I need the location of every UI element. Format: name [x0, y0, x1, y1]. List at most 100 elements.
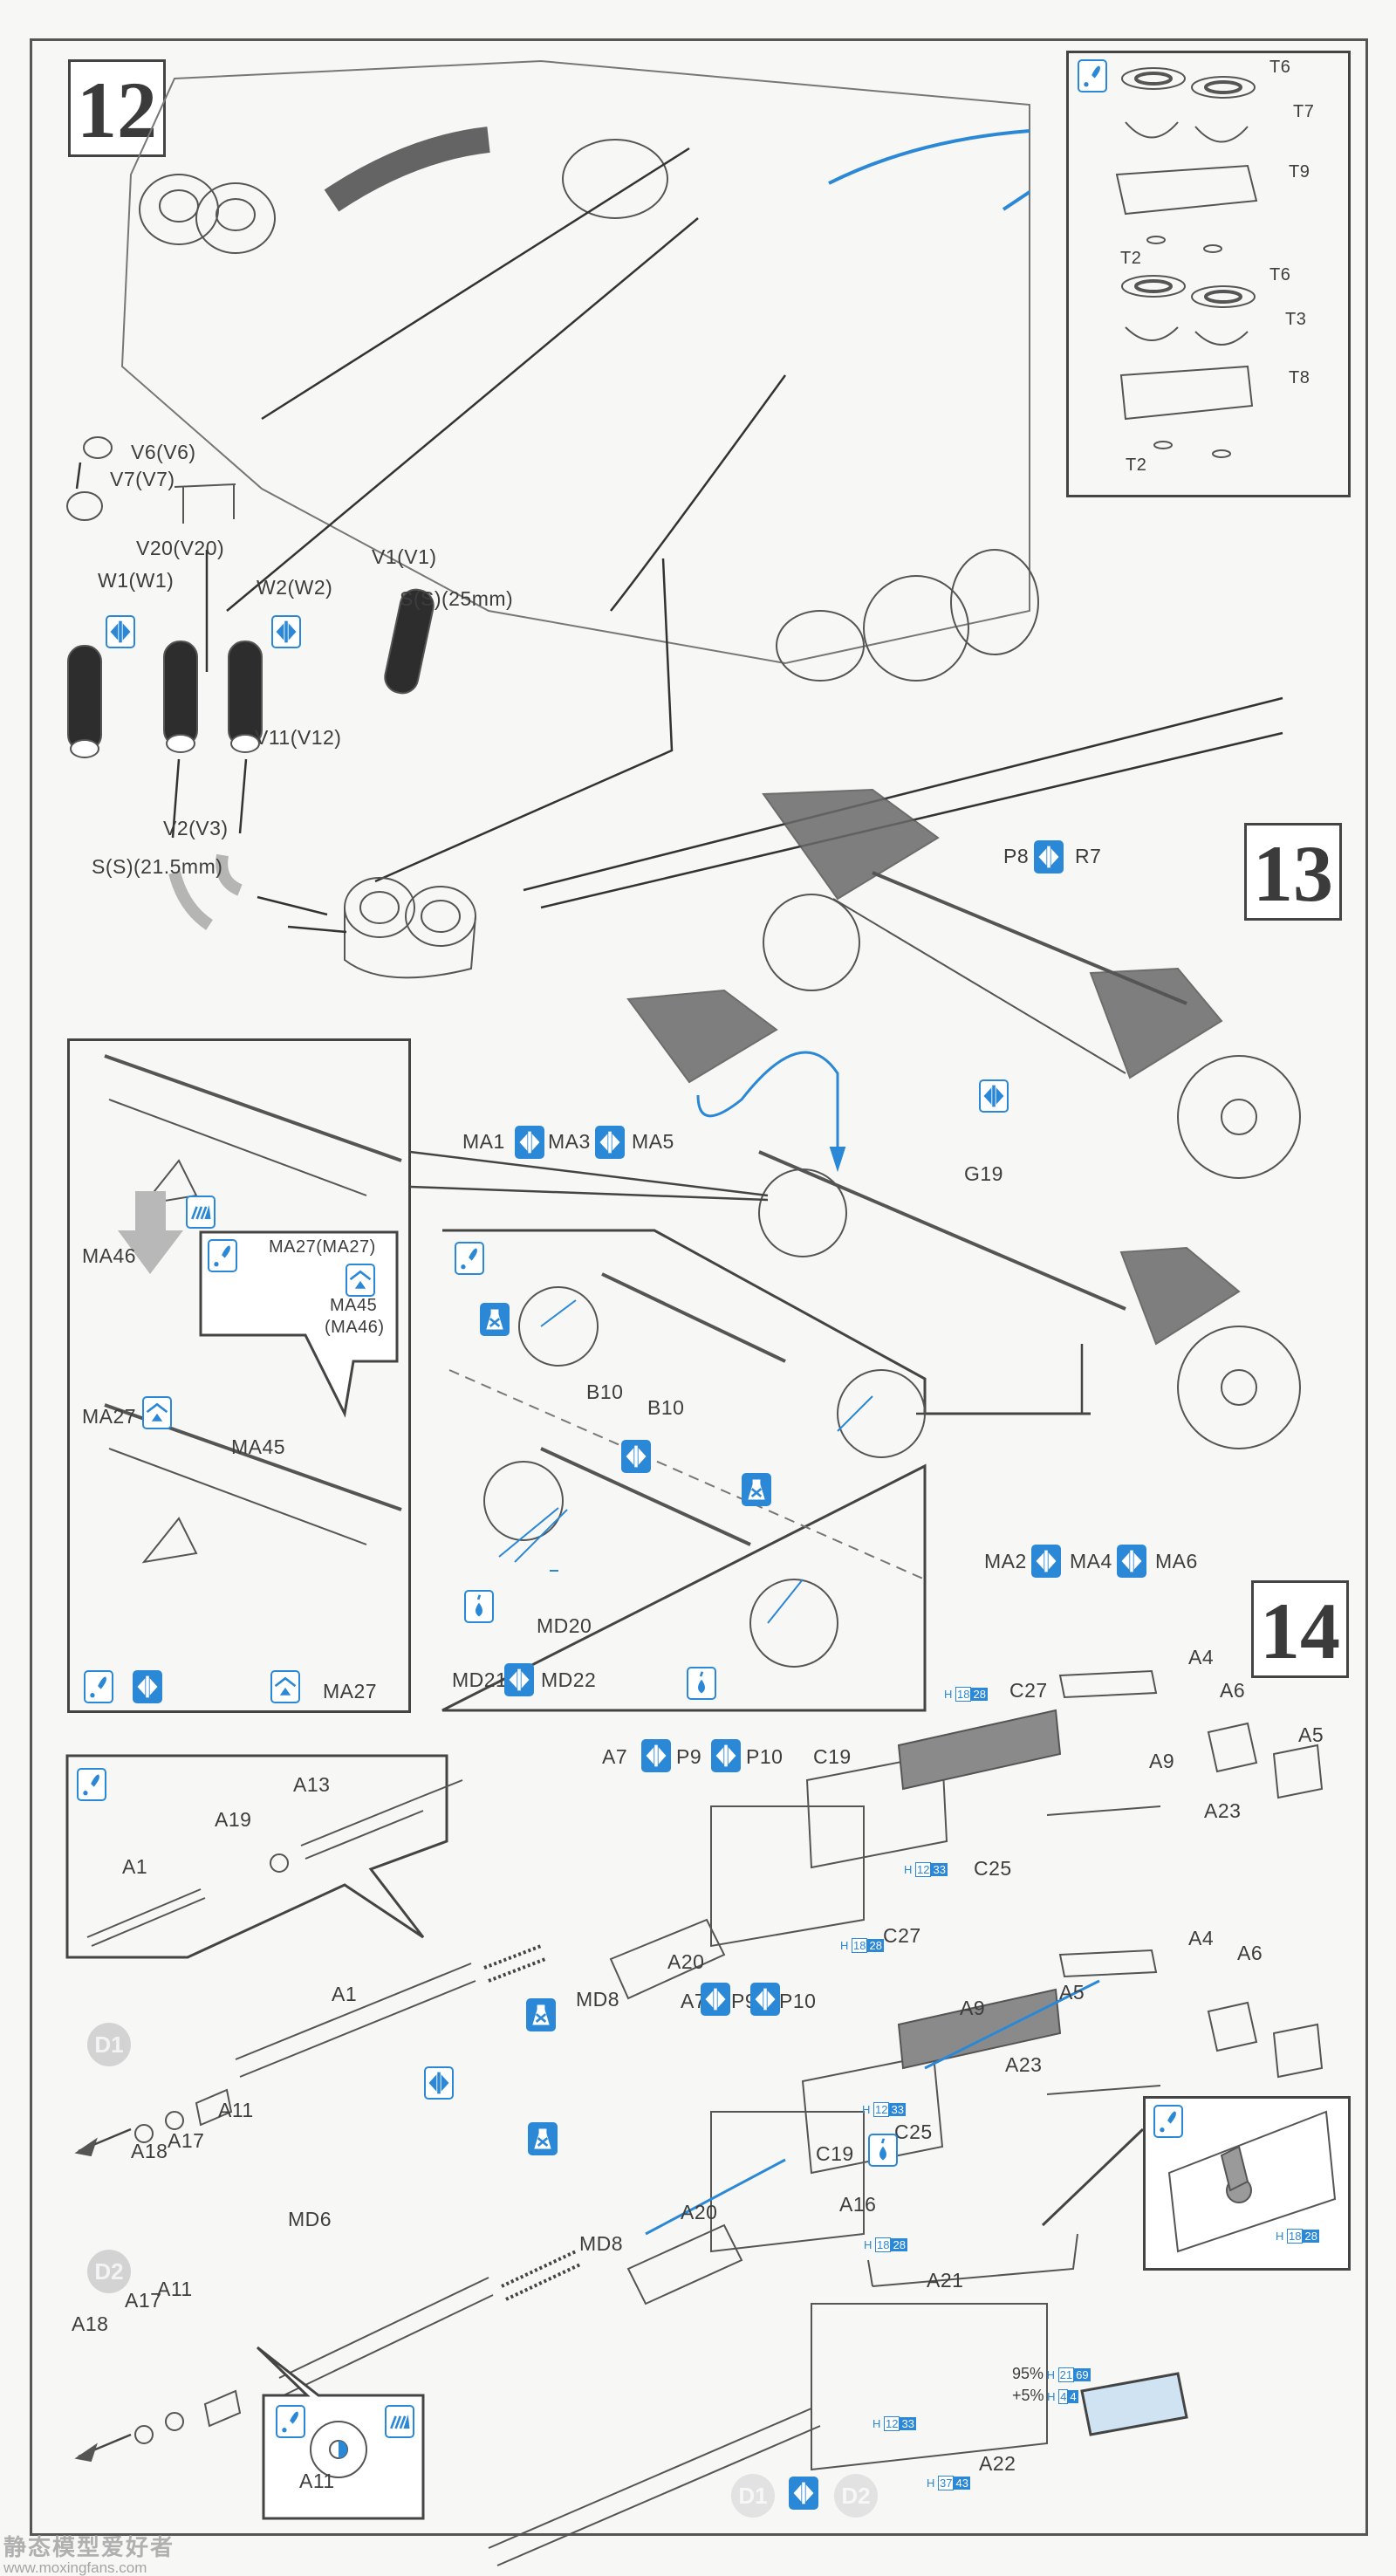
variant-d2-badge: D2	[87, 2250, 131, 2293]
part-label-a17-2: A17	[125, 2289, 162, 2312]
no-glue-icon	[480, 1303, 510, 1336]
part-label-a23-2: A23	[1005, 2053, 1043, 2076]
part-label-a5-2: A5	[1059, 1981, 1085, 2004]
part-label-v20: V20(V20)	[136, 537, 225, 559]
part-label-a21: A21	[927, 2269, 964, 2292]
glue-drop-icon	[868, 2134, 898, 2167]
watermark: 静态模型爱好者 www.moxingfans.com	[3, 2535, 174, 2576]
part-label-p10-2: P10	[779, 1990, 817, 2012]
part-label-v6: V6(V6)	[131, 441, 196, 463]
variant-d1-badge: D1	[87, 2023, 131, 2066]
sand-file-icon	[385, 2405, 414, 2438]
part-label-md8-2: MD8	[579, 2232, 624, 2255]
part-label-a11-1: A11	[218, 2099, 254, 2121]
part-label-a6-1: A6	[1220, 1679, 1246, 1702]
choose-one-icon	[1034, 840, 1064, 874]
part-label-a9-1: A9	[1149, 1750, 1175, 1772]
part-label-v7: V7(V7)	[110, 468, 175, 490]
part-label-a18-2: A18	[72, 2312, 109, 2335]
step-number-14: 14	[1251, 1580, 1349, 1678]
part-label-w2: W2(W2)	[257, 576, 333, 599]
part-label-md6: MD6	[288, 2208, 332, 2230]
attach-upright-icon	[142, 1396, 172, 1429]
paint-brush-icon	[77, 1768, 106, 1801]
part-label-ma27-inset: MA27(MA27)	[269, 1237, 376, 1257]
step-number-12: 12	[68, 59, 166, 157]
part-label-s25: S(S)(25mm)	[400, 587, 514, 610]
choose-one-icon	[424, 2066, 454, 2100]
part-label-ma4: MA4	[1070, 1550, 1112, 1572]
choose-one-icon	[106, 615, 135, 648]
part-label-ma6: MA6	[1155, 1550, 1198, 1572]
paint-brush-icon	[455, 1242, 484, 1275]
choose-one-icon	[1117, 1545, 1146, 1578]
choose-one-icon	[789, 2477, 818, 2510]
sand-file-icon	[186, 1196, 216, 1229]
part-label-md20: MD20	[537, 1614, 592, 1637]
watermark-url: www.moxingfans.com	[3, 2559, 147, 2576]
part-label-a16: A16	[839, 2193, 877, 2216]
part-label-ma27-right: MA27	[323, 1680, 378, 1702]
glue-drop-icon	[464, 1590, 494, 1623]
part-label-v1: V1(V1)	[372, 545, 437, 568]
part-label-t6: T6	[1269, 58, 1291, 77]
paint-brush-icon	[208, 1239, 237, 1272]
part-label-g19: G19	[964, 1162, 1003, 1185]
part-label-ma46: MA46	[82, 1244, 137, 1267]
part-label-a9-2: A9	[960, 1997, 986, 2019]
part-label-s215: S(S)(21.5mm)	[92, 855, 223, 878]
variant-d2-badge: D2	[834, 2474, 878, 2518]
choose-one-icon	[133, 1670, 162, 1703]
part-label-ma5: MA5	[632, 1130, 674, 1153]
paint-brush-icon	[1153, 2105, 1183, 2138]
no-glue-icon	[742, 1473, 771, 1506]
part-label-a1-inset: A1	[122, 1855, 148, 1878]
part-label-a23-1: A23	[1204, 1799, 1242, 1822]
part-label-md21: MD21	[452, 1668, 508, 1691]
part-label-t8: T8	[1289, 368, 1310, 387]
glue-drop-icon	[687, 1667, 716, 1700]
part-label-b10-b: B10	[647, 1396, 685, 1419]
part-label-r7: R7	[1075, 845, 1102, 867]
paint-brush-icon	[276, 2405, 305, 2438]
part-label-t6-b: T6	[1269, 265, 1291, 284]
part-label-md8-1: MD8	[576, 1988, 620, 2011]
part-label-c27-1: C27	[1009, 1679, 1048, 1702]
part-label-p10-1: P10	[746, 1745, 784, 1768]
attach-upright-icon	[346, 1264, 375, 1297]
part-label-a20-1: A20	[667, 1950, 705, 1973]
part-label-a6-2: A6	[1237, 1942, 1263, 1964]
part-label-a22: A22	[979, 2452, 1016, 2475]
part-label-c25-1: C25	[974, 1857, 1012, 1880]
part-label-ma27-left: MA27	[82, 1405, 137, 1428]
part-label-a11-inset: A11	[299, 2470, 335, 2492]
part-label-a4-1: A4	[1188, 1646, 1215, 1668]
paint-brush-icon	[84, 1670, 113, 1703]
part-label-a19: A19	[215, 1808, 252, 1831]
attach-upright-icon	[270, 1670, 300, 1703]
part-label-a11-2: A11	[157, 2278, 193, 2300]
part-label-v11: V11(V12)	[255, 726, 342, 749]
part-label-p9-1: P9	[676, 1745, 702, 1768]
part-label-ma3: MA3	[548, 1130, 591, 1153]
part-label-a5-1: A5	[1298, 1723, 1324, 1746]
choose-one-icon	[1031, 1545, 1061, 1578]
part-label-ma45: MA45	[231, 1435, 286, 1458]
part-label-w1: W1(W1)	[98, 569, 174, 592]
part-label-md22: MD22	[541, 1668, 597, 1691]
part-label-t7: T7	[1293, 102, 1315, 121]
part-label-ma1: MA1	[462, 1130, 505, 1153]
part-label-t2-b: T2	[1126, 456, 1147, 475]
part-label-t2: T2	[1120, 249, 1142, 268]
choose-one-icon	[750, 1983, 780, 2016]
choose-one-icon	[701, 1983, 730, 2016]
choose-one-icon	[515, 1126, 544, 1159]
